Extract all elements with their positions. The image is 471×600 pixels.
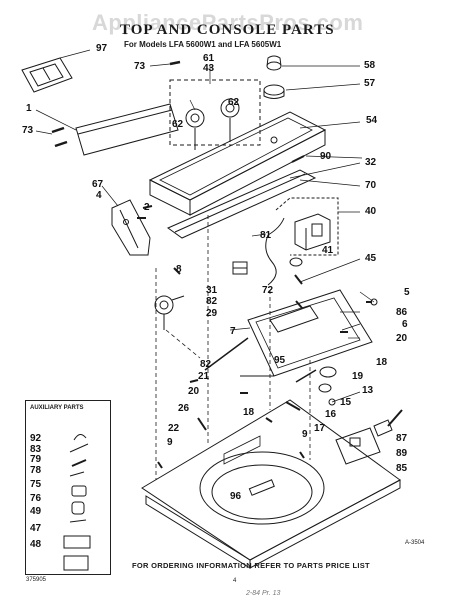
callout-92: 92 xyxy=(30,433,42,444)
part-62-controls xyxy=(169,79,261,150)
callout-13: 13 xyxy=(362,385,374,396)
callout-1: 1 xyxy=(26,103,32,114)
callout-4: 4 xyxy=(96,190,102,201)
part-4-end-cap xyxy=(111,199,151,256)
callout-72: 72 xyxy=(262,285,274,296)
part-31-bracket xyxy=(232,261,248,275)
callout-18: 18 xyxy=(376,357,388,368)
form-code: 375905 xyxy=(26,577,47,583)
callout-54: 54 xyxy=(366,115,378,126)
callout-86: 86 xyxy=(396,307,408,318)
callout-75: 75 xyxy=(30,479,42,490)
callout-96: 96 xyxy=(230,491,242,502)
callout-62: 62 xyxy=(228,97,240,108)
part-85-lid-switch xyxy=(335,409,403,465)
callout-leaders xyxy=(35,49,375,403)
dashed-leaders xyxy=(155,215,311,480)
callout-83: 83 xyxy=(30,444,42,455)
callout-43: 43 xyxy=(203,63,215,74)
callout-90: 90 xyxy=(320,151,332,162)
part-72-harness xyxy=(265,217,285,286)
callout-76: 76 xyxy=(30,493,42,504)
part-22-cabinet-top xyxy=(141,399,401,569)
callout-73-left: 73 xyxy=(22,125,34,136)
callout-29: 29 xyxy=(206,308,218,319)
callout-81: 81 xyxy=(260,230,272,241)
callout-31: 31 xyxy=(206,285,218,296)
callout-8: 8 xyxy=(176,264,182,275)
callout-73: 73 xyxy=(134,61,146,72)
callout-89: 89 xyxy=(396,448,408,459)
part-1-backsplash xyxy=(75,103,179,156)
callout-87: 87 xyxy=(396,433,408,444)
lid-hinge-parts xyxy=(285,366,337,411)
callout-9-right: 9 xyxy=(302,429,308,440)
part-29-switch xyxy=(154,295,185,330)
callout-48: 48 xyxy=(30,539,42,550)
part-70-rail xyxy=(166,169,317,239)
callout-79: 79 xyxy=(30,454,42,465)
callout-47: 47 xyxy=(30,523,42,534)
callout-20: 20 xyxy=(396,333,408,344)
callout-78: 78 xyxy=(30,465,42,476)
part-58-knob xyxy=(263,55,285,99)
part-54-console xyxy=(148,111,327,216)
callout-85: 85 xyxy=(396,463,408,474)
callout-40: 40 xyxy=(365,206,377,217)
callout-2: 2 xyxy=(144,202,150,213)
diagram-subtitle: For Models LFA 5600W1 and LFA 5605W1 xyxy=(124,40,282,49)
callout-41: 41 xyxy=(322,245,334,256)
callout-62-left: 62 xyxy=(172,119,184,130)
callout-7: 7 xyxy=(230,326,236,337)
part-95-lid xyxy=(204,289,373,377)
callout-67: 67 xyxy=(92,179,104,190)
page-number: 4 xyxy=(233,578,237,584)
callout-97: 97 xyxy=(96,43,108,54)
callout-70: 70 xyxy=(365,180,377,191)
callout-95: 95 xyxy=(274,355,286,366)
callout-9: 9 xyxy=(167,437,173,448)
callout-17: 17 xyxy=(314,423,326,434)
callout-32: 32 xyxy=(365,157,377,168)
watermark: AppliancePartsPros.com xyxy=(92,10,364,35)
callout-58: 58 xyxy=(364,60,376,71)
diagram-title: TOP AND CONSOLE PARTS xyxy=(120,22,335,38)
callout-61: 61 xyxy=(203,53,215,64)
part-97-panel xyxy=(21,57,73,93)
auxiliary-parts-box xyxy=(25,400,111,575)
callout-22: 22 xyxy=(168,423,180,434)
part-40-timer xyxy=(275,197,339,267)
callout-19: 19 xyxy=(352,371,364,382)
callout-82-lower: 82 xyxy=(200,359,212,370)
callout-21: 21 xyxy=(198,371,210,382)
screws-73 xyxy=(51,60,181,148)
callout-82: 82 xyxy=(206,296,218,307)
auxiliary-parts-title: AUXILIARY PARTS xyxy=(30,405,84,411)
handwritten-note: 2-84 Pr. 13 xyxy=(246,590,281,597)
callout-15: 15 xyxy=(340,397,352,408)
callout-5: 5 xyxy=(404,287,410,298)
callout-45: 45 xyxy=(365,253,377,264)
small-hardware xyxy=(142,155,378,469)
callout-16: 16 xyxy=(325,409,337,420)
callout-6: 6 xyxy=(402,319,408,330)
callout-26: 26 xyxy=(178,403,190,414)
callout-18-lower: 18 xyxy=(243,407,255,418)
diagram-code: A-3504 xyxy=(405,540,425,546)
callout-20-lower: 20 xyxy=(188,386,200,397)
callout-57: 57 xyxy=(364,78,376,89)
callout-49: 49 xyxy=(30,506,42,517)
auxiliary-parts-icons xyxy=(63,434,91,571)
ordering-info-footer: FOR ORDERING INFORMATION REFER TO PARTS … xyxy=(132,561,370,570)
